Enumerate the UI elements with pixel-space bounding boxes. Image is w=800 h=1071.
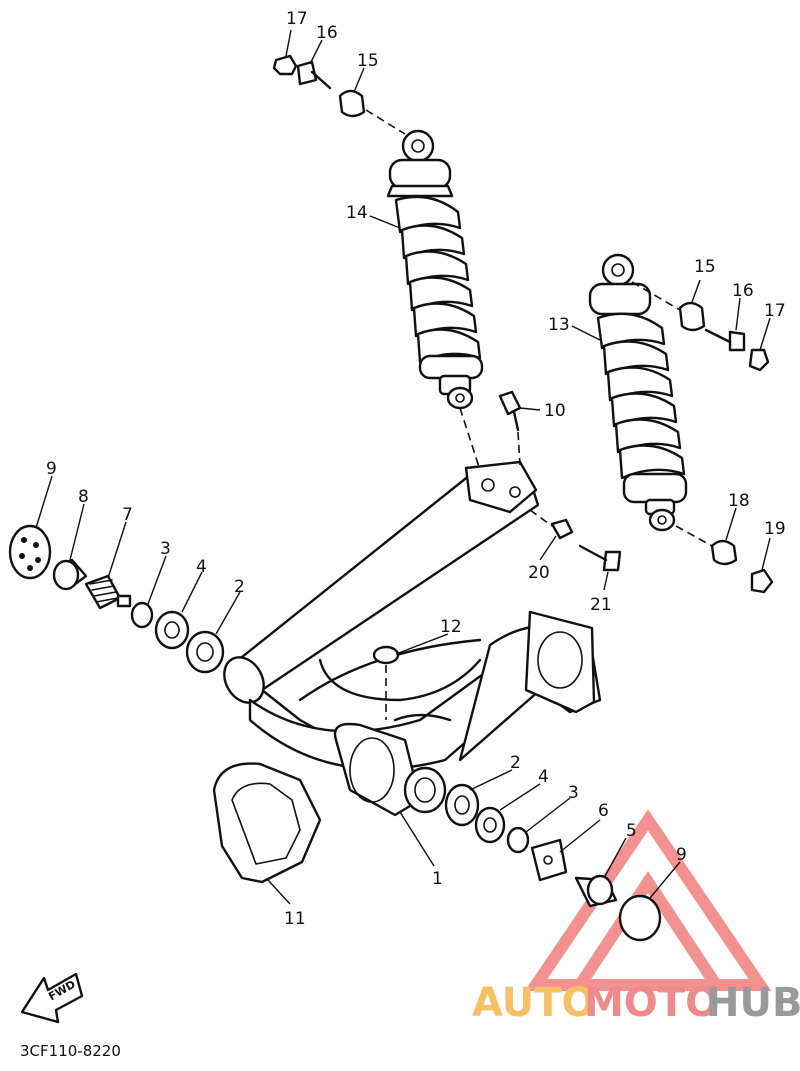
swingarm [223,460,602,817]
callout-8: 8 [78,487,89,507]
callout-17a: 17 [286,9,308,29]
callout-14: 14 [346,203,368,223]
callout-10: 10 [544,401,566,421]
watermark-auto: AUTO [472,980,596,1026]
callout-6: 6 [598,801,609,821]
callout-15b: 15 [694,257,716,277]
watermark-moto: MOTO [584,980,719,1026]
callout-16b: 16 [732,281,754,301]
callout-7: 7 [122,505,133,525]
callout-2a: 2 [234,577,245,597]
callout-19: 19 [764,519,786,539]
callout-5: 5 [626,821,637,841]
guard [212,762,322,884]
drawing-code: 3CF110-8220 [20,1042,121,1060]
callout-3a: 3 [160,539,171,559]
callout-3b: 3 [568,783,579,803]
callout-20: 20 [528,563,550,583]
callout-11: 11 [284,909,306,929]
callout-15a: 15 [357,51,379,71]
watermark-logo: AUTO MOTO HUB [472,980,800,1026]
leader-lines [35,29,771,905]
callout-9b: 9 [676,845,687,865]
callout-numbers: 17 16 15 14 13 15 16 17 10 18 19 20 21 1… [46,9,786,929]
callout-9a: 9 [46,459,57,479]
plug [372,645,400,665]
callout-16a: 16 [316,23,338,43]
right-shock-absorber [588,253,688,532]
callout-18: 18 [728,491,750,511]
callout-12: 12 [440,617,462,637]
callout-4b: 4 [538,767,549,787]
callout-17b: 17 [764,301,786,321]
watermark-hub: HUB [706,980,800,1026]
callout-13: 13 [548,315,570,335]
upper-shock-absorber [386,129,484,410]
callout-2b: 2 [510,753,521,773]
callout-1: 1 [432,869,443,889]
callout-21: 21 [590,595,612,615]
left-hardware [8,524,225,674]
right-hardware [444,783,662,942]
top-fasteners [272,54,774,594]
fwd-arrow: FWD [20,972,84,1024]
callout-4a: 4 [196,557,207,577]
